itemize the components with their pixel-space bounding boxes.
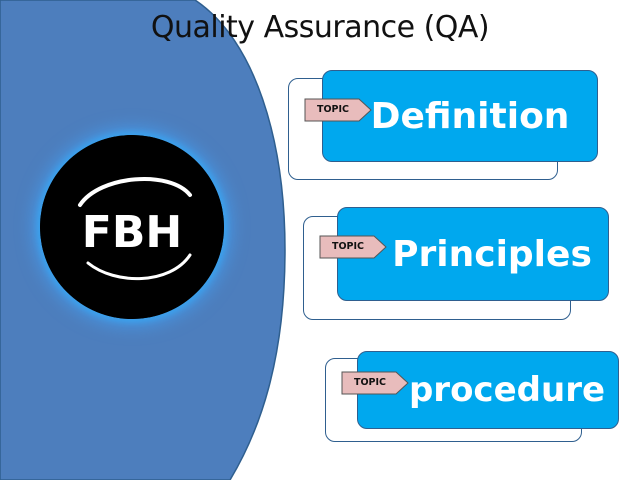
fbh-logo-icon: FBH	[40, 135, 224, 319]
slide-title: Quality Assurance (QA)	[150, 10, 490, 45]
topic-label: Definition	[370, 95, 570, 137]
topic-label: Principles	[392, 233, 592, 275]
logo-circle: FBH	[40, 135, 224, 319]
topic-button[interactable]: procedure	[357, 351, 619, 429]
logo-text: FBH	[82, 207, 182, 258]
topic-label: procedure	[408, 370, 606, 410]
topic-tag: TOPIC	[319, 235, 387, 259]
topic-button[interactable]: Principles	[337, 207, 609, 301]
topic-tag: TOPIC	[304, 98, 372, 122]
topic-tag: TOPIC	[341, 371, 409, 395]
topic-button[interactable]: Definition	[322, 70, 598, 162]
